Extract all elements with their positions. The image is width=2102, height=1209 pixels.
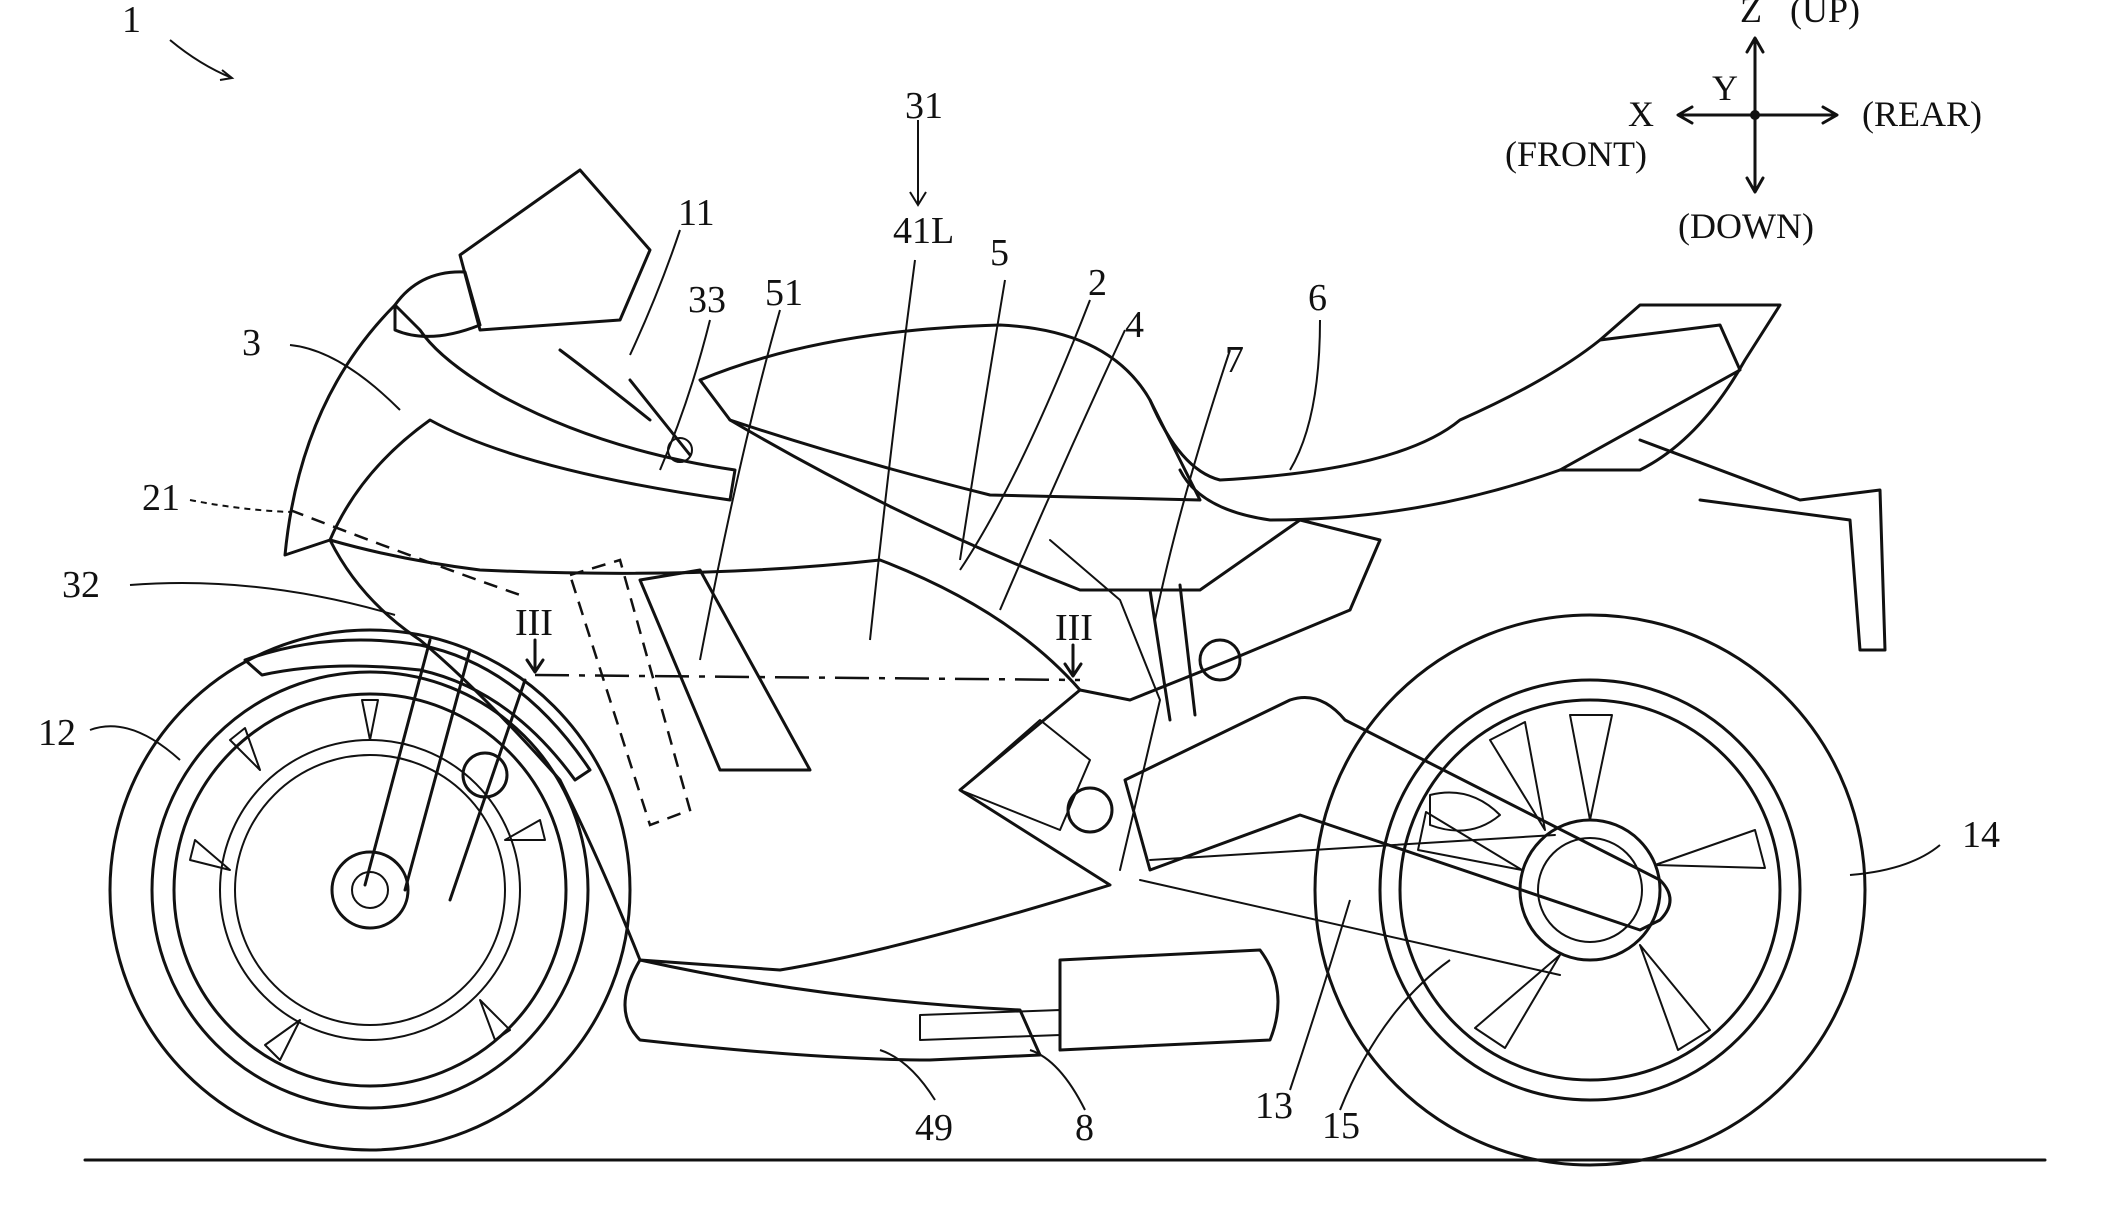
ref-label-13: 13 — [1255, 1085, 1293, 1127]
section-line — [534, 673, 1081, 682]
ref-label-31: 31 — [905, 85, 943, 127]
headlight — [393, 270, 482, 338]
ref-label-11: 11 — [678, 192, 715, 234]
drive-chain — [1139, 834, 1561, 976]
lower-cowl — [623, 958, 1042, 1062]
ref-label-49: 49 — [915, 1107, 953, 1149]
rear-shock — [1148, 583, 1197, 722]
axis-y-label: Y — [1712, 68, 1738, 108]
ref-label-12: 12 — [38, 712, 76, 754]
ref-label-51: 51 — [765, 272, 803, 314]
axis-front-label: (FRONT) — [1505, 134, 1647, 174]
ref-label-6: 6 — [1308, 277, 1327, 319]
ref-label-33: 33 — [688, 279, 726, 321]
ref-label-21: 21 — [142, 477, 180, 519]
axis-rear-label: (REAR) — [1862, 94, 1982, 134]
axis-z-label: Z — [1740, 0, 1762, 30]
front-wheel — [108, 628, 632, 1152]
ref-label-5: 5 — [990, 232, 1009, 274]
upper-fairing — [283, 303, 737, 557]
side-fairing — [328, 538, 1112, 972]
axis-indicator — [1676, 36, 1839, 194]
side-vent — [638, 568, 812, 772]
rear-wheel — [1313, 613, 1867, 1167]
ref-label-4: 4 — [1125, 304, 1144, 346]
ref-label-7: 7 — [1225, 339, 1244, 381]
ref-label-41L: 41L — [893, 210, 954, 252]
axis-x-label: X — [1628, 94, 1654, 134]
intake-duct-dashed — [568, 558, 692, 827]
ref-label-3: 3 — [242, 322, 261, 364]
windscreen — [458, 168, 652, 332]
section-label-right: III — [1055, 607, 1093, 649]
fuel-tank — [698, 323, 1202, 502]
tail-section — [1558, 303, 1782, 472]
axis-down-label: (DOWN) — [1678, 206, 1814, 246]
ref-label-14: 14 — [1962, 814, 2000, 856]
handlebar — [558, 348, 692, 457]
ref-label-8: 8 — [1075, 1107, 1094, 1149]
ref-label-1: 1 — [122, 0, 141, 41]
swingarm — [1123, 696, 1672, 932]
license-plate-bracket — [1638, 438, 1887, 652]
exhaust-chamber — [1058, 948, 1280, 1052]
axis-up-label: (UP) — [1790, 0, 1860, 30]
front-fork — [363, 638, 527, 902]
ref-label-32: 32 — [62, 564, 100, 606]
front-fender — [243, 638, 592, 782]
main-frame — [728, 418, 1382, 702]
ref-label-2: 2 — [1088, 262, 1107, 304]
leader-lines — [89, 39, 1941, 1111]
ref-label-15: 15 — [1322, 1105, 1360, 1147]
section-label-left: III — [515, 602, 553, 644]
